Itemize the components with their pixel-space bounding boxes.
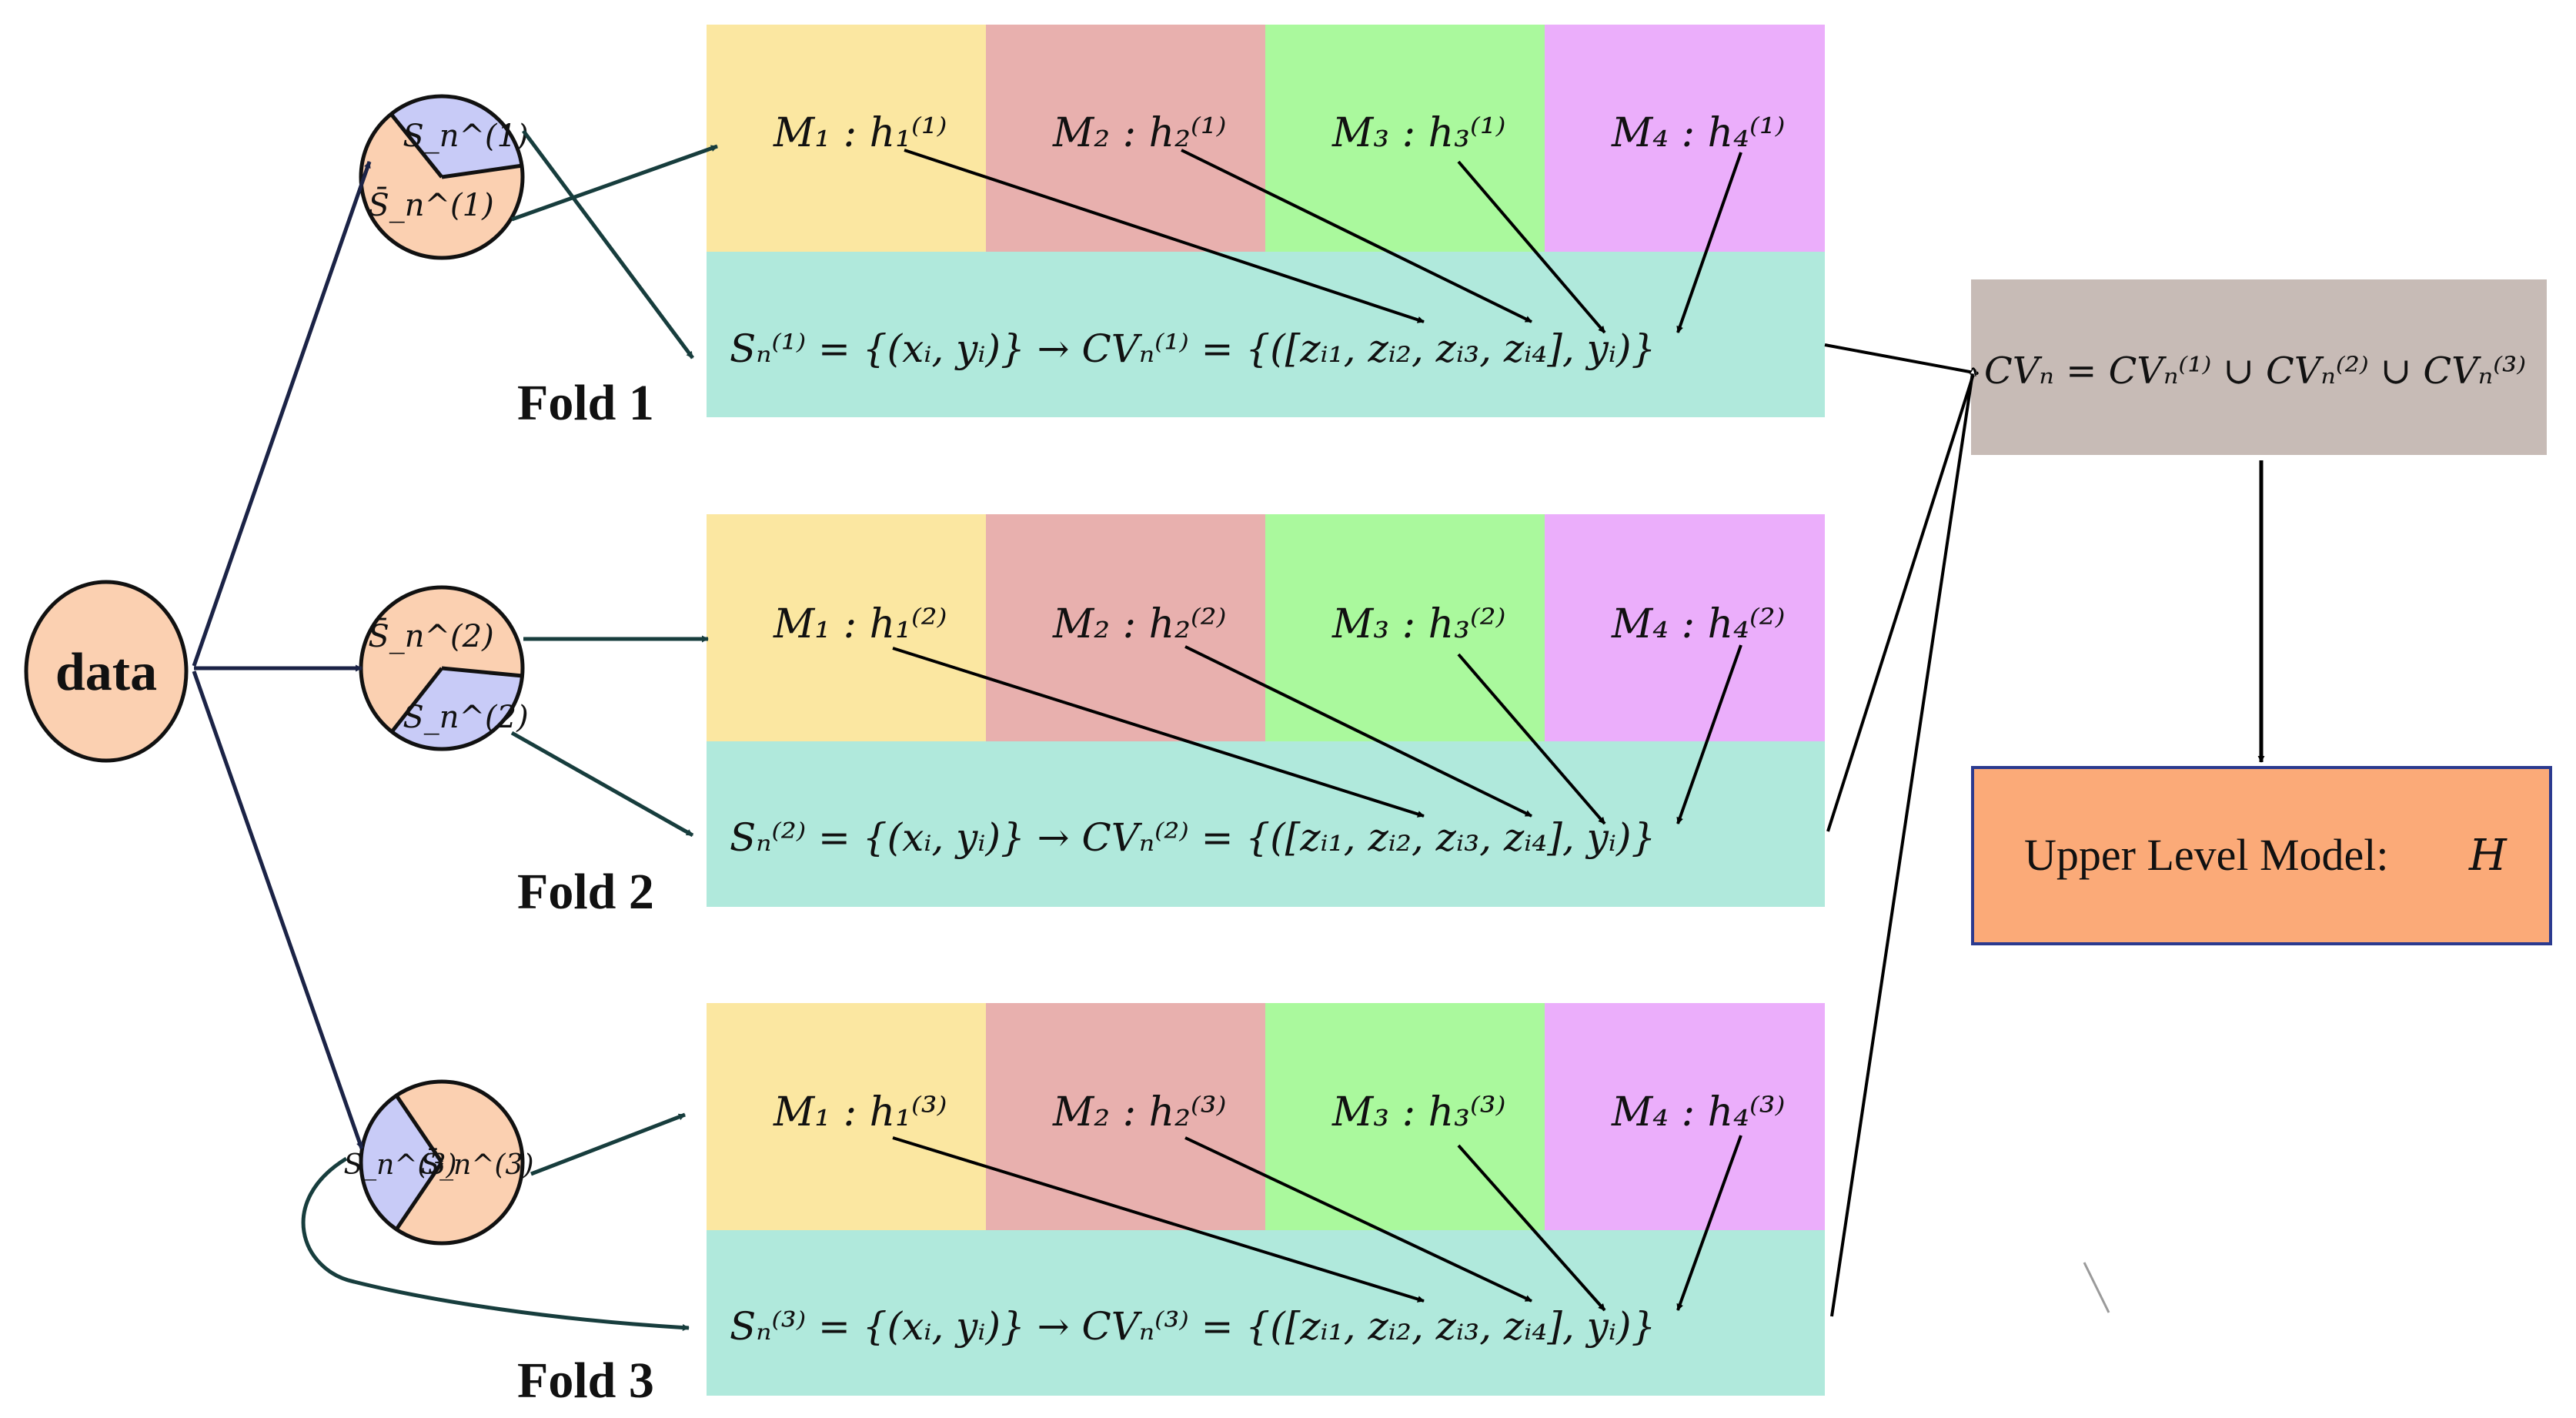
fold-3-model-output-arrows bbox=[892, 1135, 1742, 1312]
upper-level-model-box: Upper Level Model: H bbox=[1971, 766, 2552, 945]
fold-2-model-1-label: M₁ : h₁⁽²⁾ bbox=[773, 601, 947, 647]
fold-3-m1-cell bbox=[707, 1003, 986, 1230]
fold-2-test-part-label: S_n^(2) bbox=[403, 700, 528, 735]
fold-2-split-node: S̄_n^(2) S_n^(2) bbox=[359, 585, 529, 751]
fold-1-model-2-label: M₂ : h₂⁽¹⁾ bbox=[1052, 110, 1226, 156]
cv-union-box: CVₙ = CVₙ⁽¹⁾ ∪ CVₙ⁽²⁾ ∪ CVₙ⁽³⁾ bbox=[1971, 279, 2547, 455]
fold-2-model-output-arrows bbox=[892, 644, 1742, 825]
fold-3-m4-cell bbox=[1545, 1003, 1825, 1230]
fold-2-model-3-label: M₃ : h₃⁽²⁾ bbox=[1331, 601, 1505, 647]
cv-union-formula: CVₙ = CVₙ⁽¹⁾ ∪ CVₙ⁽²⁾ ∪ CVₙ⁽³⁾ bbox=[1984, 349, 2526, 393]
fold-1-m4-cell bbox=[1545, 25, 1825, 252]
fold-1-label: Fold 1 bbox=[517, 375, 654, 431]
fold-1-panel: M₁ : h₁⁽¹⁾ M₂ : h₂⁽¹⁾ M₃ : h₃⁽¹⁾ M₄ : h₄… bbox=[517, 25, 1825, 431]
cv-to-union-arrows bbox=[1824, 343, 1978, 1317]
fold-1-test-part-label: S_n^(1) bbox=[403, 119, 528, 154]
fold-2-m3-cell bbox=[1265, 514, 1545, 741]
fold-3-model-3-label: M₃ : h₃⁽³⁾ bbox=[1331, 1089, 1505, 1135]
fold-3-m2-cell bbox=[986, 1003, 1265, 1230]
stray-line bbox=[2083, 1262, 2110, 1313]
fold-3-split-node: S_n^(3) S̄_n^(3) bbox=[343, 1079, 534, 1246]
upper-level-model-symbol: H bbox=[2468, 831, 2508, 881]
fold-2-cv-band bbox=[707, 741, 1825, 907]
fold-3-label: Fold 3 bbox=[517, 1353, 654, 1409]
split-to-panel-arrows bbox=[301, 129, 718, 1332]
fold-1-model-output-arrows bbox=[904, 149, 1742, 334]
data-to-split-arrows bbox=[192, 161, 372, 1149]
fold-3-train-part-label: S̄_n^(3) bbox=[420, 1148, 533, 1181]
fold-1-model-1-label: M₁ : h₁⁽¹⁾ bbox=[773, 110, 947, 156]
fold-1-m2-cell bbox=[986, 25, 1265, 252]
fold-2-train-part-label: S̄_n^(2) bbox=[368, 618, 493, 654]
fold-1-model-4-label: M₄ : h₄⁽¹⁾ bbox=[1611, 110, 1785, 156]
data-label: data bbox=[55, 643, 157, 702]
fold-1-train-part-label: S̄_n^(1) bbox=[368, 187, 493, 223]
fold-2-cv-formula: Sₙ⁽²⁾ = {(xᵢ, yᵢ)} → CVₙ⁽²⁾ = {([zᵢ₁, zᵢ… bbox=[730, 815, 1656, 860]
fold-2-model-2-label: M₂ : h₂⁽²⁾ bbox=[1052, 601, 1226, 647]
fold-1-cv-band bbox=[707, 252, 1825, 417]
fold-3-cv-band bbox=[707, 1230, 1825, 1396]
fold-1-model-3-label: M₃ : h₃⁽¹⁾ bbox=[1331, 110, 1505, 156]
fold-1-cv-formula: Sₙ⁽¹⁾ = {(xᵢ, yᵢ)} → CVₙ⁽¹⁾ = {([zᵢ₁, zᵢ… bbox=[730, 326, 1656, 371]
fold-3-cv-formula: Sₙ⁽³⁾ = {(xᵢ, yᵢ)} → CVₙ⁽³⁾ = {([zᵢ₁, zᵢ… bbox=[730, 1304, 1656, 1349]
fold-2-m2-cell bbox=[986, 514, 1265, 741]
fold-3-test-part-label: S_n^(3) bbox=[343, 1149, 456, 1181]
fold-3-model-2-label: M₂ : h₂⁽³⁾ bbox=[1052, 1089, 1226, 1135]
fold-2-model-4-label: M₄ : h₄⁽²⁾ bbox=[1611, 601, 1785, 647]
fold-2-panel: M₁ : h₁⁽²⁾ M₂ : h₂⁽²⁾ M₃ : h₃⁽²⁾ M₄ : h₄… bbox=[517, 514, 1825, 920]
fold-2-label: Fold 2 bbox=[517, 864, 654, 920]
fold-2-m4-cell bbox=[1545, 514, 1825, 741]
fold-1-m1-cell bbox=[707, 25, 986, 252]
fold-3-panel: M₁ : h₁⁽³⁾ M₂ : h₂⁽³⁾ M₃ : h₃⁽³⁾ M₄ : h₄… bbox=[517, 1003, 1825, 1409]
fold-3-model-1-label: M₁ : h₁⁽³⁾ bbox=[773, 1089, 947, 1135]
data-node: data bbox=[24, 580, 189, 763]
fold-3-model-4-label: M₄ : h₄⁽³⁾ bbox=[1611, 1089, 1785, 1135]
upper-level-model-label: Upper Level Model: bbox=[2024, 830, 2389, 880]
fold-2-m1-cell bbox=[707, 514, 986, 741]
fold-1-split-node: S_n^(1) S̄_n^(1) bbox=[359, 94, 529, 260]
